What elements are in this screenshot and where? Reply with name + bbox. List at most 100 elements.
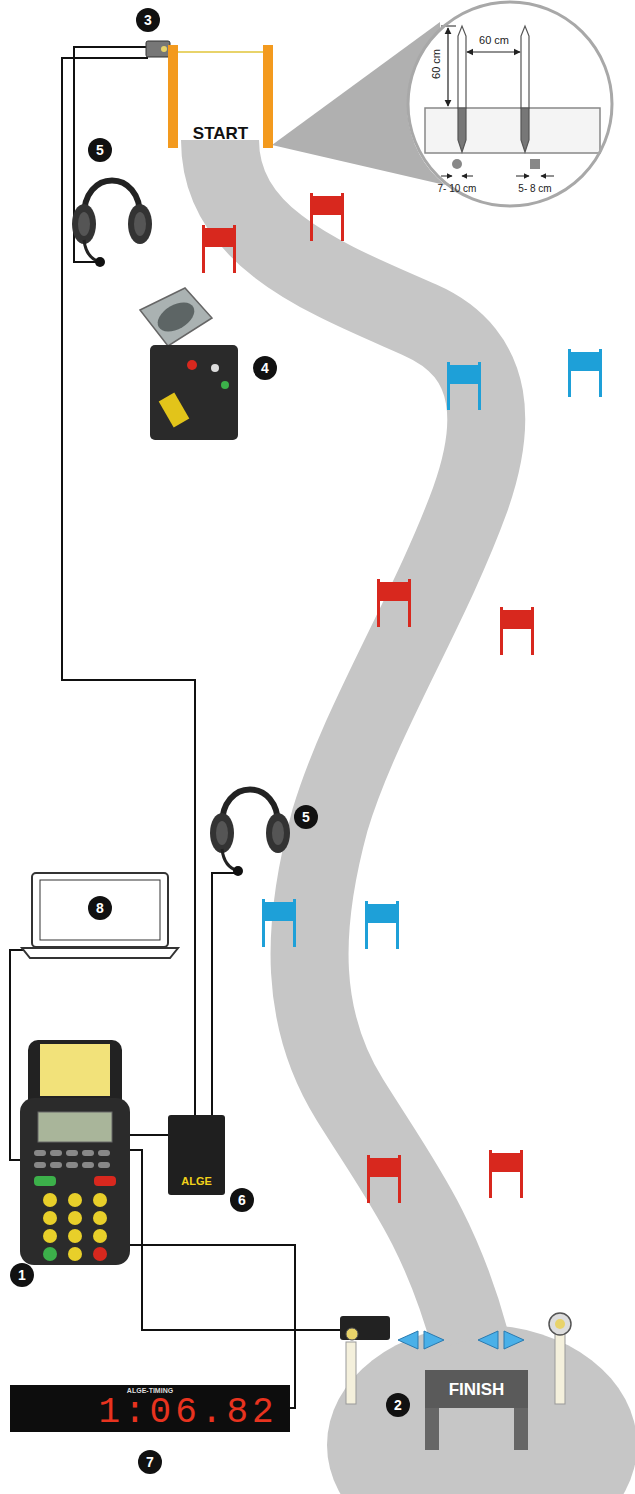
timer-printer [93,1247,107,1261]
start-label: START [193,125,248,142]
dimension-label: 60 cm [431,49,442,79]
callout-number: 5 [88,138,112,162]
callout-number: 4 [253,356,277,380]
gate-flag [202,193,602,1203]
timer-printer [43,1193,57,1207]
gate-flag [367,1155,401,1203]
brand-label: ALGE [181,1176,212,1187]
timer-printer [43,1211,57,1225]
timer-printer [50,1162,62,1168]
course-track [220,140,486,1340]
beam-direction [504,1331,524,1349]
finish-banner: FINISH [425,1370,528,1408]
detail-inset [447,28,448,106]
cable [125,1245,295,1408]
laptop [32,873,168,947]
finish-arch-leg [425,1405,439,1450]
finish-photocell [340,1316,390,1340]
start-horn [150,345,238,440]
brand-label: ALGE-TIMING [127,1387,173,1394]
timer-printer [50,1150,62,1156]
finish-label: FINISH [449,1381,505,1398]
finish-arch-leg [425,1405,528,1450]
finish-photocell [346,1328,358,1340]
detail-inset [521,26,529,108]
detail-inset [521,108,529,152]
timer-printer [68,1211,82,1225]
timer-printer [34,1176,56,1186]
timer-printer [93,1193,107,1207]
cable [10,47,340,1408]
beam-direction [478,1331,498,1349]
detail-inset [458,108,466,152]
callout-number: 6 [230,1188,254,1212]
detail-inset [407,2,613,208]
timer-printer [38,1112,112,1142]
gate-flag [447,362,481,410]
headset [72,181,152,268]
detail-inset [530,159,540,169]
laptop [22,948,178,958]
timer-printer [34,1162,46,1168]
photocell-beam [170,52,268,53]
beam-direction [398,1331,524,1349]
gate-flag [262,899,296,947]
detail-inset [467,51,520,52]
timer-printer [68,1193,82,1207]
reflector [555,1319,565,1329]
start-horn [140,288,238,440]
finish-photocell [340,1316,390,1404]
timer-printer [93,1229,107,1243]
timer-printer [82,1150,94,1156]
gate-flag [377,579,411,627]
dimension-label: 7- 10 cm [438,184,477,194]
laptop [22,873,178,958]
start-horn [187,360,197,370]
headset [72,181,290,877]
timer-printer [34,1150,46,1156]
finish-photocell [346,1342,356,1404]
reflector [549,1313,571,1335]
detail-inset [272,2,613,208]
cable [212,873,234,1115]
callout-number: 5 [294,805,318,829]
detail-inset [462,176,473,177]
timer-printer [40,1044,110,1096]
timer-printer [98,1162,110,1168]
gate-flag [489,1150,523,1198]
timer-printer [66,1162,78,1168]
detail-inset [452,159,462,169]
inset-outline [408,2,612,206]
start-gate: START [168,45,273,148]
start-horn [140,288,212,346]
start-horn [159,393,190,428]
start-horn [153,297,200,338]
laptop [40,880,160,940]
timer-printer [20,1040,130,1265]
detail-inset: 60 cm60 cm7- 10 cm5- 8 cm [405,0,615,210]
gate-flag [202,225,236,273]
timer-printer [68,1229,82,1243]
timer-printer [98,1150,110,1156]
timer-printer [94,1176,116,1186]
timer-printer [66,1150,78,1156]
detail-inset [541,176,554,177]
start-photocell [161,46,167,52]
start-photocell [146,41,170,57]
gate-flag [568,349,602,397]
timer-printer [20,1098,130,1265]
display-board: ALGE-TIMING1:06.82 [10,1385,290,1432]
callout-number: 8 [88,896,112,920]
callout-number: 3 [136,8,160,32]
timer-printer [68,1247,82,1261]
timer-printer [43,1247,57,1261]
course-track [327,1325,635,1494]
photocell-beam [170,51,268,53]
finish-arch-leg [514,1405,528,1450]
gate-flag [310,193,344,241]
detail-inset [458,26,466,108]
audio-box: ALGE [168,1115,225,1195]
start-photocell [146,41,170,57]
gate-flag [365,901,399,949]
